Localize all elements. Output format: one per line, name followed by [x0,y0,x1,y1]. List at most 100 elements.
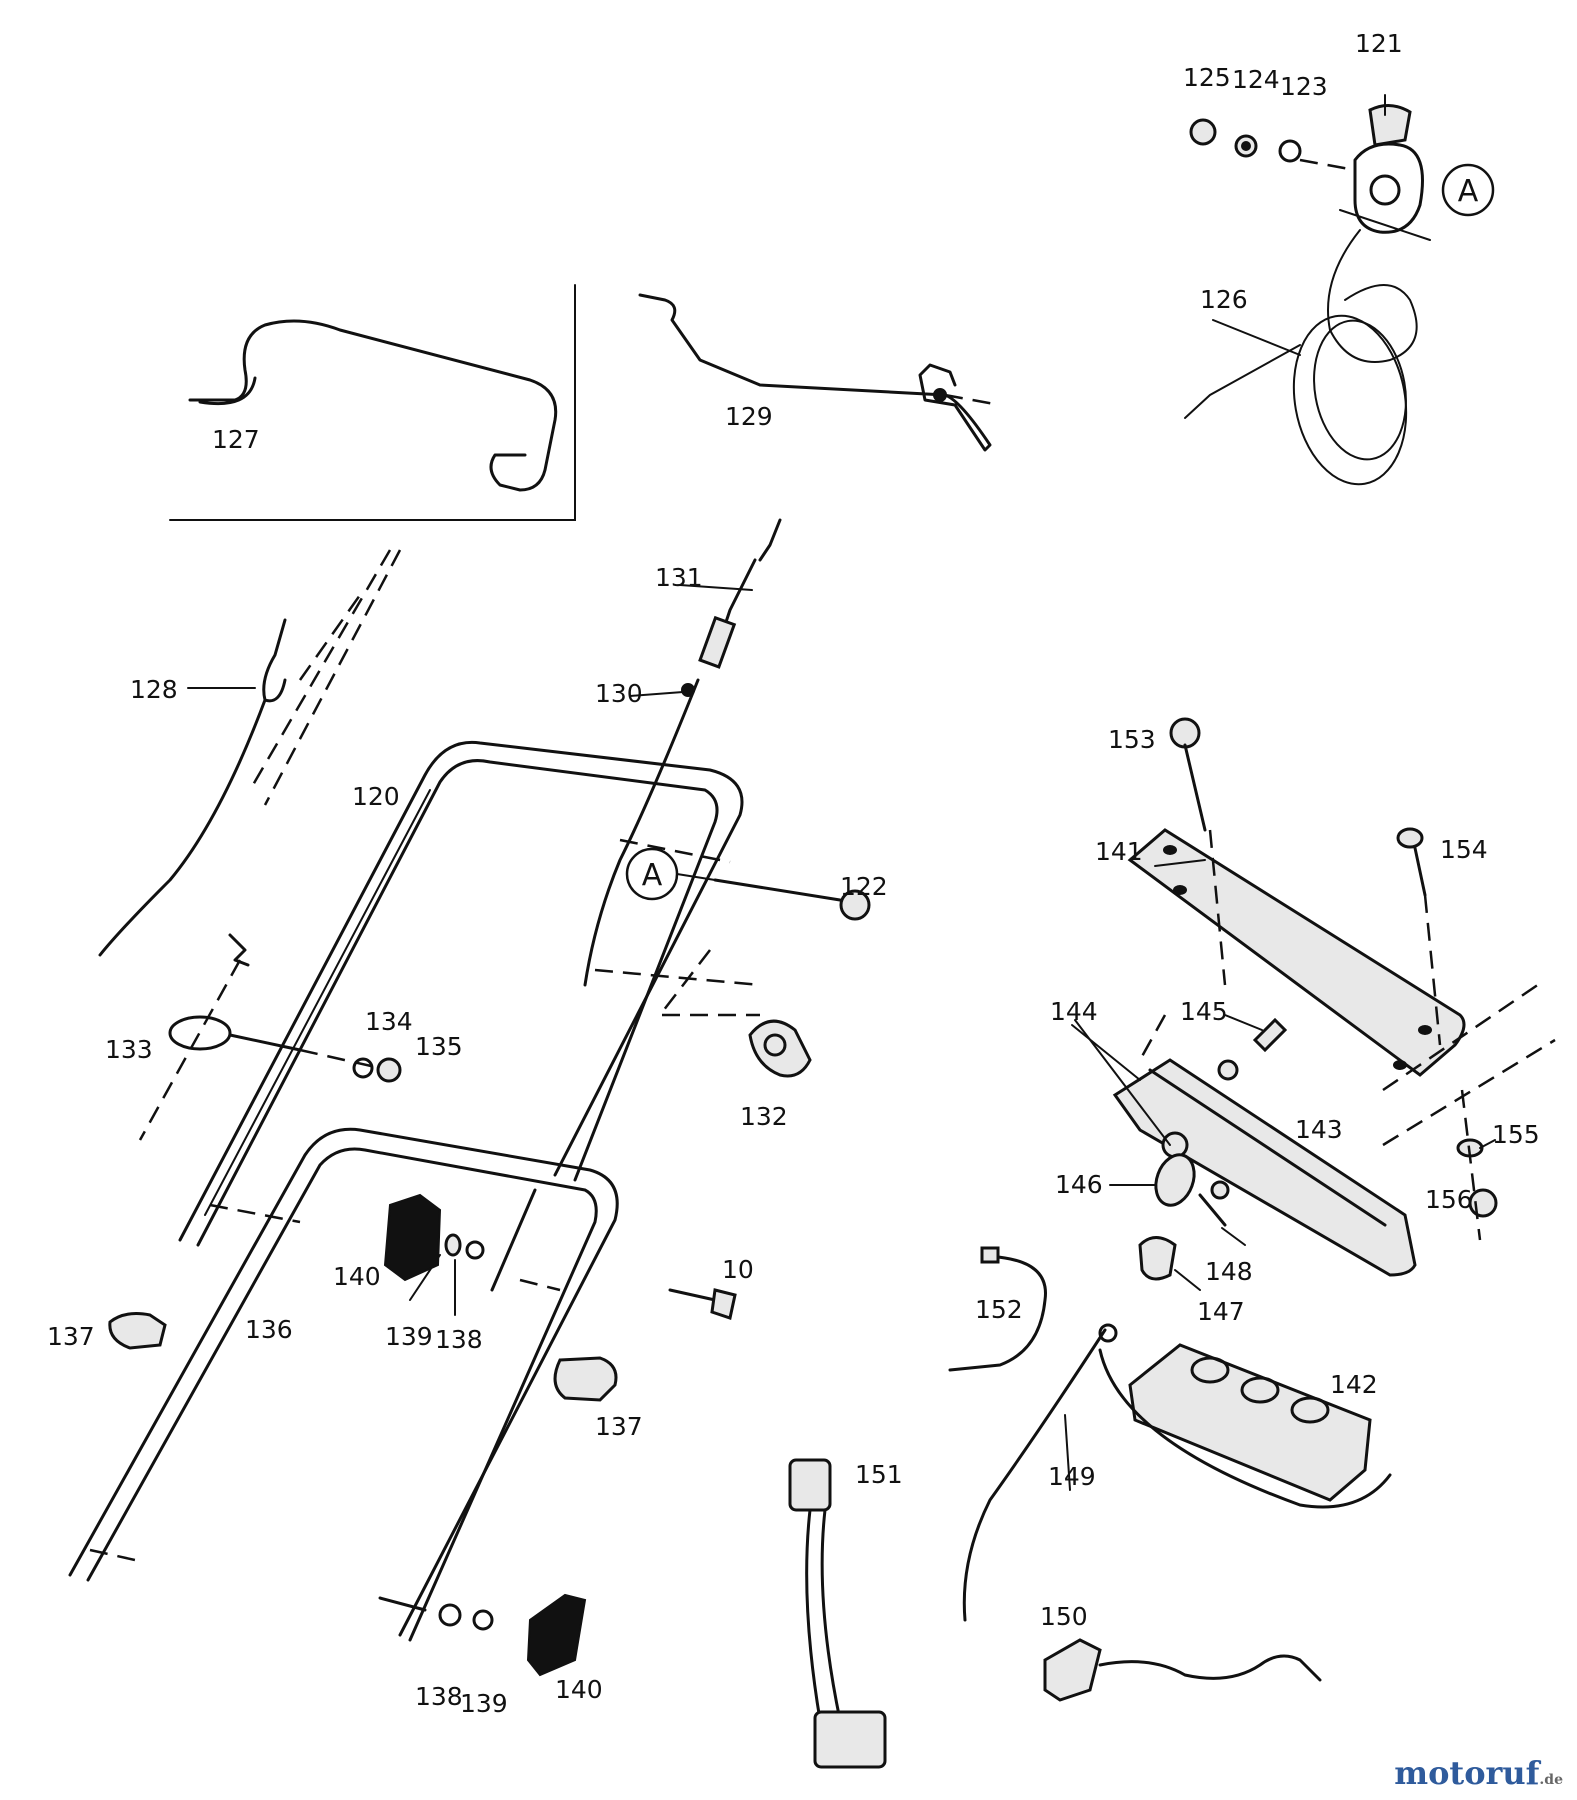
label-127: 127 [212,425,260,454]
label-125: 125 [1183,63,1231,92]
watermark-suffix: .de [1539,1772,1563,1788]
label-154: 154 [1440,835,1488,864]
part-137-clamp-left [108,1312,167,1350]
label-134: 134 [365,1007,413,1036]
label-137-left: 137 [47,1322,95,1351]
assembly-line-133 [299,1048,381,1070]
label-151: 151 [855,1460,903,1489]
part-140-knob-top [383,1193,442,1282]
part-137-clamp-right [553,1356,618,1402]
label-141: 141 [1095,837,1143,866]
part-136-lower-handle [68,1127,619,1642]
part-150-charger [1043,1638,1322,1702]
label-120: 120 [352,782,400,811]
part-133-eye-bolt [138,933,302,1141]
label-140-bottom: 140 [555,1675,603,1704]
part-145-key [1252,1017,1288,1053]
part-128-hook [98,549,402,957]
part-138-washer-bottom [438,1603,462,1627]
part-130-cable [583,678,700,987]
part-131-cable-end [698,518,782,669]
label-137-right: 137 [595,1412,643,1441]
label-147: 147 [1197,1297,1245,1326]
label-146: 146 [1055,1170,1103,1199]
part-pin-bottom [378,1596,427,1612]
label-123: 123 [1280,72,1328,101]
label-148: 148 [1205,1257,1253,1286]
part-138-washer-top [465,1240,485,1260]
label-122: 122 [840,872,888,901]
part-143-housing [1112,1014,1417,1277]
part-149-wire [962,1323,1118,1622]
part-129-rod [638,293,1001,452]
label-128: 128 [130,675,178,704]
part-135-nut [376,1057,402,1083]
label-136: 136 [245,1315,293,1344]
label-145: 145 [1180,997,1228,1026]
label-131: 131 [655,563,703,592]
part-124-washer [1234,134,1258,158]
label-156: 156 [1425,1185,1473,1214]
part-139-washer-bottom [472,1609,494,1631]
label-121: 121 [1355,29,1403,58]
label-144: 144 [1050,997,1098,1026]
part-148-screw [1198,1180,1230,1227]
part-labels: 121 125 124 123 126 127 129 131 130 128 … [47,29,1540,1718]
callout-A-top: A [1441,163,1495,217]
callout-A-mid: A [625,847,716,901]
label-149: 149 [1048,1462,1096,1491]
part-121-switch [1299,104,1431,241]
part-139-washer-top [444,1233,462,1257]
label-153: 153 [1108,725,1156,754]
part-122-bolt [713,878,871,921]
label-140-top: 140 [333,1262,381,1291]
part-147-plug [1138,1236,1177,1281]
part-127-bracket [169,284,576,521]
part-151-connector [788,1458,887,1769]
part-156-nut [1468,1188,1498,1218]
part-141-plate [1127,828,1466,1077]
leader-lines [187,94,1496,1491]
label-150: 150 [1040,1602,1088,1631]
assembly-line-plate-a [1382,978,1546,1092]
part-142-battery [1098,1343,1392,1509]
part-132-clamp [748,1019,812,1078]
part-pin-top [490,1188,537,1292]
part-123-washer [1278,139,1302,163]
part-125-nut [1189,118,1217,146]
part-152-strap [948,1246,1047,1372]
label-155: 155 [1492,1120,1540,1149]
label-132: 132 [740,1102,788,1131]
part-134-washer [352,1057,374,1079]
watermark-text: motoruf [1394,1754,1540,1792]
part-120-upper-handle [178,740,761,1247]
label-129: 129 [725,402,773,431]
label-138-bottom: 138 [415,1682,463,1711]
label-126: 126 [1200,285,1248,314]
label-10: 10 [722,1255,754,1284]
part-10-screw [668,1288,737,1320]
part-146-cap [1154,1153,1196,1207]
label-133: 133 [105,1035,153,1064]
label-152: 152 [975,1295,1023,1324]
part-144-pins [1161,1059,1239,1159]
label-142: 142 [1330,1370,1378,1399]
label-139-top: 139 [385,1322,433,1351]
part-154-bolt [1396,827,1442,1046]
label-139-bottom: 139 [460,1689,508,1718]
label-143: 143 [1295,1115,1343,1144]
part-153-bolt [1169,717,1227,986]
label-138-top: 138 [435,1325,483,1354]
assembly-line-plate-b [1382,1038,1556,1147]
watermark-logo: motoruf.de [1394,1754,1563,1792]
label-135: 135 [415,1032,463,1061]
callout-A-mid-text: A [642,858,663,893]
callout-A-top-text: A [1458,174,1479,209]
assembly-line-nut [1460,1089,1482,1241]
label-124: 124 [1232,65,1280,94]
part-140-knob-bottom [526,1593,587,1677]
part-126-cable [1184,229,1418,486]
label-130: 130 [595,679,643,708]
